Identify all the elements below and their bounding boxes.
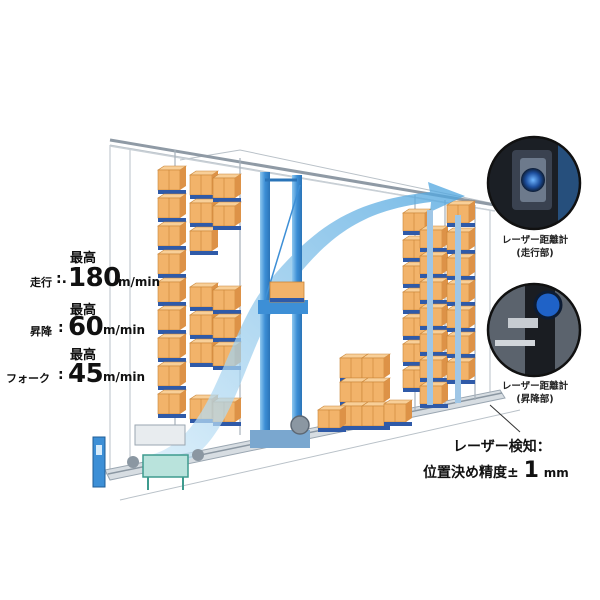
spec-travel-value: 180 <box>68 263 121 293</box>
pallet-load <box>157 165 187 194</box>
transfer-flow-arrow <box>150 182 465 470</box>
pallet-load <box>212 173 242 202</box>
pallet-load <box>419 225 449 252</box>
laser-rangefinder-travel-inset <box>486 135 582 231</box>
laser-accuracy-unit: mm <box>543 466 569 480</box>
laser-accuracy-line: 位置決め精度± 1 mm <box>423 458 569 483</box>
spec-lift-colon: : <box>58 320 64 336</box>
right-rack-stack <box>402 200 476 408</box>
pallet-load <box>419 277 449 304</box>
inset-caption-travel: レーザー距離計 (走行部) <box>480 234 590 260</box>
pallet-load <box>157 333 187 362</box>
pallet-load <box>157 249 187 278</box>
spec-fork-colon: : <box>58 367 64 383</box>
pallet-load <box>361 353 391 382</box>
spec-lift-top: 最高 <box>70 303 97 318</box>
spec-travel-label: 走行 <box>30 276 52 289</box>
laser-pointer-line <box>489 404 521 433</box>
pallet-load <box>419 329 449 356</box>
spec-fork-top: 最高 <box>70 348 97 363</box>
pallet-load <box>212 285 242 314</box>
pallet-load <box>419 251 449 278</box>
inset-caption-travel-line2: (走行部) <box>516 248 554 259</box>
pallet-load <box>157 361 187 390</box>
pallet-load <box>383 399 413 426</box>
spec-lift-value: 60 <box>68 312 104 342</box>
floor-pallet-stack <box>317 353 413 432</box>
pallet-load <box>212 201 242 230</box>
right-crane-mast <box>427 210 461 405</box>
laser-accuracy-value: 1 <box>523 458 539 483</box>
pallet-load <box>157 277 187 306</box>
pallet-load <box>419 355 449 382</box>
laser-detection-title: レーザー検知： <box>453 439 551 455</box>
input-conveyor <box>127 424 204 490</box>
pallet-load <box>419 303 449 330</box>
laser-accuracy-prefix: 位置決め精度± <box>423 465 519 481</box>
spec-fork-label: フォーク <box>6 372 50 385</box>
pallet-load <box>419 381 449 408</box>
spec-lift-unit: m/min <box>103 323 146 337</box>
laser-rangefinder-lift-inset <box>486 282 582 378</box>
pallet-load <box>157 305 187 334</box>
station-post <box>92 436 106 488</box>
inset-caption-lift-line1: レーザー距離計 <box>501 381 569 392</box>
pallet-load <box>212 313 242 342</box>
stacker-crane-mast <box>250 172 310 448</box>
inset-caption-lift-line2: (昇降部) <box>516 394 554 405</box>
spec-travel-top: 最高 <box>70 251 97 266</box>
pallet-load <box>157 193 187 222</box>
inset-caption-lift: レーザー距離計 (昇降部) <box>480 380 590 406</box>
pallet-load <box>189 170 219 199</box>
pallet-load <box>157 221 187 250</box>
inset-caption-travel-line1: レーザー距離計 <box>501 235 569 246</box>
spec-lift-label: 昇降 <box>30 325 52 338</box>
pallet-load <box>317 405 347 432</box>
pallet-load <box>189 310 219 339</box>
pallet-load <box>157 389 187 418</box>
spec-fork-unit: m/min <box>103 370 146 384</box>
pallet-load <box>189 226 219 255</box>
spec-travel-colon: :. <box>56 271 67 287</box>
spec-fork-value: 45 <box>68 359 104 389</box>
spec-travel-unit: m/min <box>118 275 161 289</box>
